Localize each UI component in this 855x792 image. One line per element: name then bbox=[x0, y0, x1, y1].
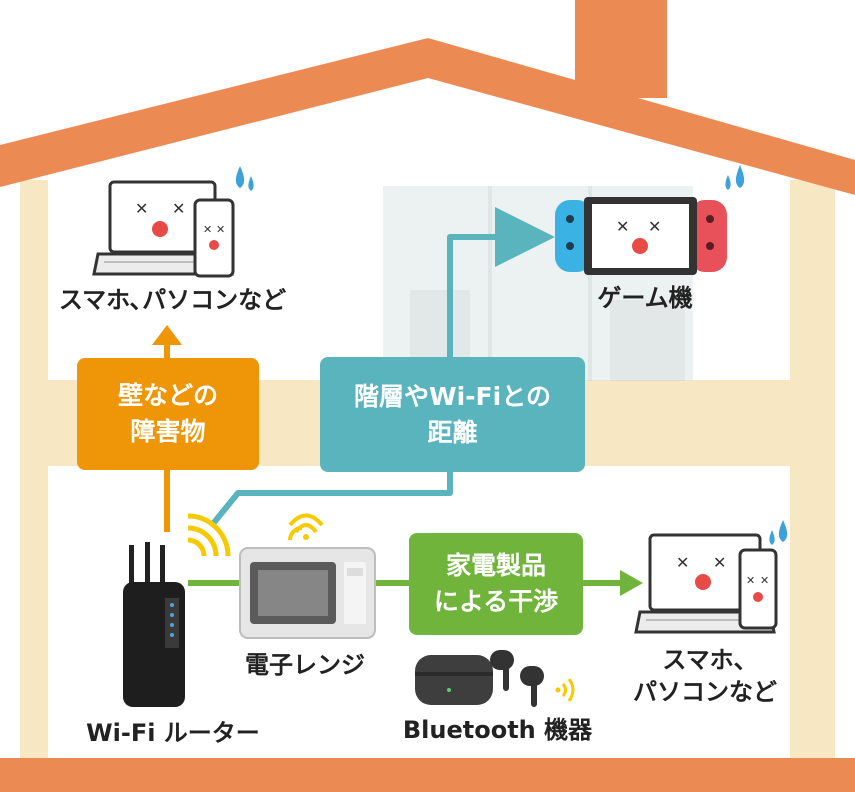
svg-text:✕: ✕ bbox=[676, 553, 689, 572]
svg-text:✕: ✕ bbox=[616, 217, 629, 236]
obstacle-cause-line1: 壁などの bbox=[117, 381, 218, 410]
right-wall bbox=[790, 180, 835, 760]
appliance-cause-box: 家電製品 による干渉 bbox=[409, 533, 583, 635]
svg-text:✕: ✕ bbox=[203, 223, 212, 236]
obstacle-cause-box: 壁などの 障害物 bbox=[77, 358, 259, 470]
obstacle-cause-line2: 障害物 bbox=[130, 417, 206, 446]
bottom-right-devices-label-line2: パソコンなど bbox=[633, 678, 777, 706]
laptop-phone-bottom-right: ✕ ✕ ✕ ✕ bbox=[634, 520, 788, 634]
svg-text:✕: ✕ bbox=[760, 574, 769, 587]
foundation bbox=[0, 758, 855, 792]
left-wall bbox=[20, 180, 48, 760]
roof bbox=[0, 38, 855, 195]
distance-arrow bbox=[209, 207, 555, 527]
bluetooth-earbuds bbox=[415, 650, 575, 707]
distance-cause-box: 階層やWi-Fiとの 距離 bbox=[320, 357, 585, 472]
svg-text:✕: ✕ bbox=[713, 553, 726, 572]
wifi-router bbox=[123, 513, 231, 707]
top-left-devices-label: スマホ､パソコンなど bbox=[58, 286, 287, 314]
microwave-label: 電子レンジ bbox=[245, 651, 365, 679]
bottom-right-devices-label-line1: スマホ、 bbox=[662, 646, 758, 674]
chimney bbox=[575, 0, 667, 98]
game-console-label: ゲーム機 bbox=[597, 284, 693, 312]
distance-cause-line1: 階層やWi-Fiとの bbox=[354, 381, 551, 411]
svg-text:✕: ✕ bbox=[746, 574, 755, 587]
bluetooth-label: Bluetooth 機器 bbox=[402, 716, 593, 744]
game-console: ✕ ✕ bbox=[555, 165, 745, 275]
router-label: Wi-Fi ルーター bbox=[86, 719, 260, 747]
distance-cause-line2: 距離 bbox=[427, 417, 478, 447]
appliance-cause-line2: による干渉 bbox=[433, 587, 559, 616]
appliance-cause-line1: 家電製品 bbox=[445, 551, 546, 580]
svg-text:✕: ✕ bbox=[172, 199, 185, 218]
laptop-phone-top-left: ✕ ✕ ✕ ✕ bbox=[92, 166, 254, 278]
svg-text:✕: ✕ bbox=[648, 217, 661, 236]
svg-text:✕: ✕ bbox=[135, 199, 148, 218]
svg-text:✕: ✕ bbox=[216, 223, 225, 236]
microwave bbox=[239, 513, 376, 639]
